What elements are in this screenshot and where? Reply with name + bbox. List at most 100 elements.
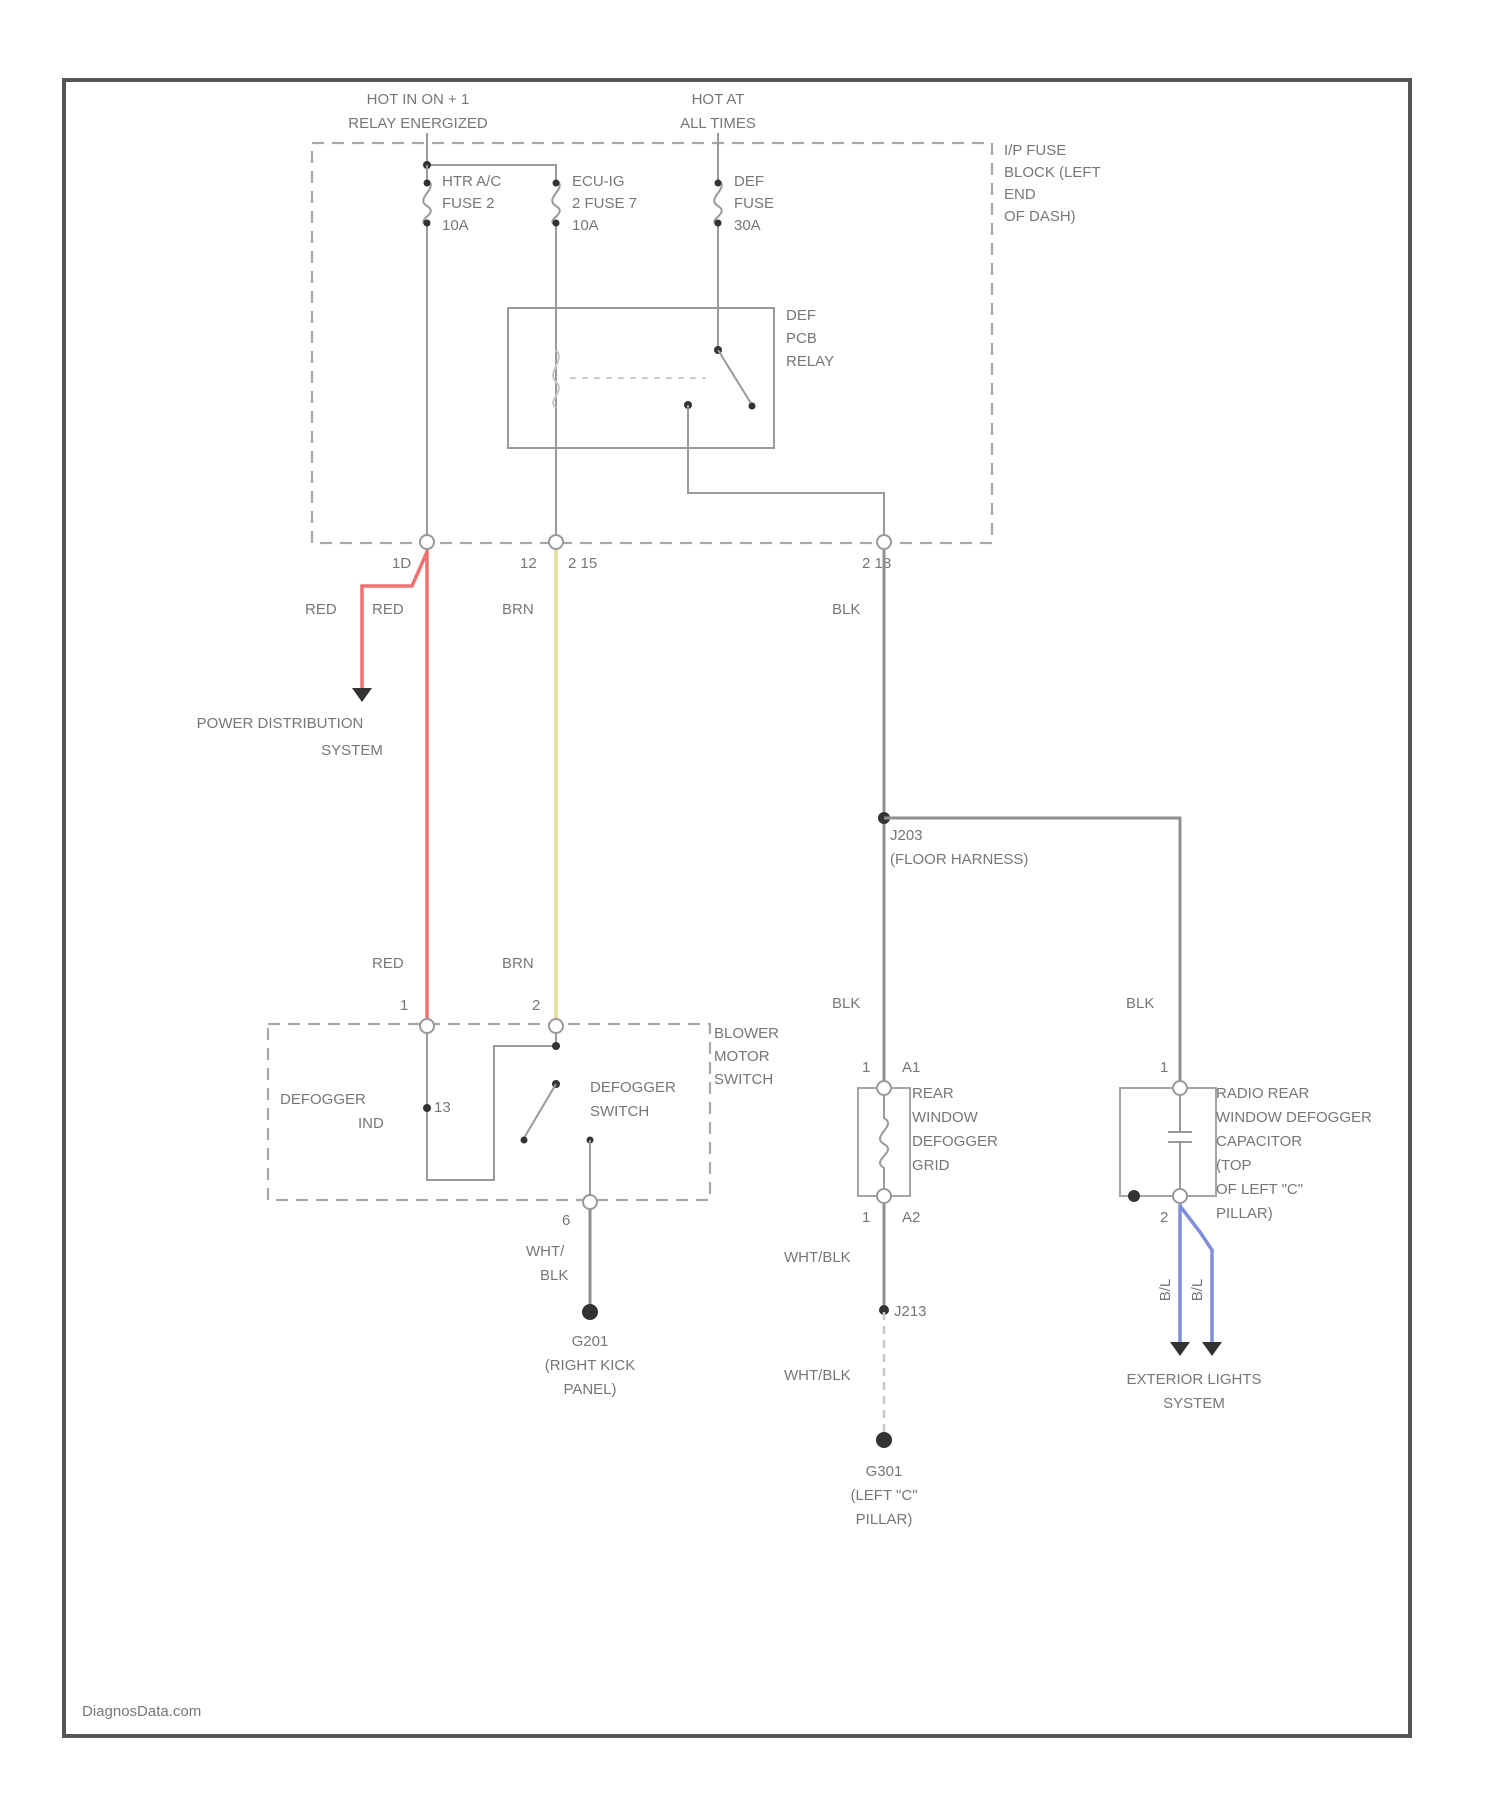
fuse-def-label-2: FUSE: [734, 195, 774, 212]
indicator-label-2: IND: [358, 1115, 384, 1132]
diagram-frame: [64, 80, 1410, 1736]
capacitor-element: [1168, 1096, 1192, 1188]
defogger-switch-arm: [524, 1084, 556, 1138]
blower-pin-a: 1: [400, 997, 408, 1014]
ground-g201-symbol: [582, 1304, 598, 1320]
blower-pin-1-connector: [420, 1019, 434, 1033]
capacitor-label-2: WINDOW DEFOGGER: [1216, 1109, 1372, 1126]
capacitor-top-connector: [1173, 1081, 1187, 1095]
blower-label-2: MOTOR: [714, 1048, 770, 1065]
fuse-def-top-dot: [715, 180, 722, 187]
fuse-htr-ac-label-3: 10A: [442, 217, 469, 234]
capacitor-label-4: (TOP: [1216, 1157, 1252, 1174]
fuse-def-bot-dot: [715, 220, 722, 227]
capacitor-pin-bot: 2: [1160, 1209, 1168, 1226]
fuse-ecu-ig-top-dot: [553, 180, 560, 187]
feed-right-line2: ALL TIMES: [680, 115, 756, 132]
wire-label-blk-1: BLK: [832, 601, 860, 618]
fuse-block-label-3: END: [1004, 186, 1036, 203]
defogger-switch-label-2: SWITCH: [590, 1103, 649, 1120]
wire-label-wht-blk-2: WHT/BLK: [784, 1249, 851, 1266]
power-distribution-label-1: POWER DISTRIBUTION: [197, 715, 364, 732]
wire-label-blk-2: BLK: [832, 995, 860, 1012]
grid-label-1: REAR: [912, 1085, 954, 1102]
splice-id: J203: [890, 827, 923, 844]
pin-right: 2 18: [862, 555, 891, 572]
fuse-def-label-1: DEF: [734, 173, 764, 190]
feed-left-line1: HOT IN ON + 1: [367, 91, 470, 108]
blue-wire-right: [1180, 1206, 1212, 1342]
pin-mid-b: 2 15: [568, 555, 597, 572]
exterior-lights-label-2: SYSTEM: [1163, 1395, 1225, 1412]
grid-label-3: DEFOGGER: [912, 1133, 998, 1150]
relay-output: [688, 405, 884, 540]
grid-bottom-connector: [877, 1189, 891, 1203]
defogger-indicator-dot: [423, 1104, 431, 1112]
feed-left-line2: RELAY ENERGIZED: [348, 115, 488, 132]
fuse-htr-ac-top-dot: [424, 180, 431, 187]
wire-label-brn-2: BRN: [502, 955, 534, 972]
defogger-switch-top-contact: [552, 1042, 560, 1050]
exterior-lights-arrow-right: [1202, 1342, 1222, 1356]
grid-pin-bot-c: A2: [902, 1209, 920, 1226]
relay-contact-arm-end: [749, 403, 756, 410]
splice-j213-id: J213: [894, 1303, 927, 1320]
ground-g201-loc-1: (RIGHT KICK: [545, 1357, 636, 1374]
ground-g201-id: G201: [572, 1333, 609, 1350]
pin-left: 1D: [392, 555, 411, 572]
relay-label-1: DEF: [786, 307, 816, 324]
fuse-htr-ac-label-2: FUSE 2: [442, 195, 495, 212]
exterior-lights-arrow-left: [1170, 1342, 1190, 1356]
fuse-block-label-4: OF DASH): [1004, 208, 1076, 225]
capacitor-label-3: CAPACITOR: [1216, 1133, 1302, 1150]
blue-wire-label-left: B/L: [1157, 1279, 1174, 1302]
wire-label-red-2: RED: [372, 601, 404, 618]
watermark: DiagnosData.com: [82, 1703, 201, 1720]
grid-label-2: WINDOW: [912, 1109, 979, 1126]
capacitor-case-ground-dot: [1128, 1190, 1140, 1202]
ground-g301-id: G301: [866, 1463, 903, 1480]
grid-label-4: GRID: [912, 1157, 950, 1174]
wire-label-red-3: RED: [372, 955, 404, 972]
fuse-ecu-ig-label-2: 2 FUSE 7: [572, 195, 637, 212]
wire-label-blk-3: BLK: [1126, 995, 1154, 1012]
fuse-ecu-ig-label-1: ECU-IG: [572, 173, 625, 190]
fuse-block-label-2: BLOCK (LEFT: [1004, 164, 1101, 181]
capacitor-label-6: PILLAR): [1216, 1205, 1273, 1222]
fuse-htr-ac-bot-dot: [424, 220, 431, 227]
wire-label-wht-blk-1a: WHT/: [526, 1243, 565, 1260]
blower-pin-c: 6: [562, 1212, 570, 1229]
capacitor-label-1: RADIO REAR: [1216, 1085, 1310, 1102]
grid-pin-bot: 1: [862, 1209, 870, 1226]
ground-g301-loc-1: (LEFT "C": [850, 1487, 917, 1504]
pin-mid-a: 12: [520, 555, 537, 572]
wire-label-wht-blk-1b: BLK: [540, 1267, 568, 1284]
grid-pin-top: 1: [862, 1059, 870, 1076]
fuse-ecu-ig-label-3: 10A: [572, 217, 599, 234]
wire-label-wht-blk-3: WHT/BLK: [784, 1367, 851, 1384]
splice-location: (FLOOR HARNESS): [890, 851, 1028, 868]
power-distribution-label-2: SYSTEM: [321, 742, 383, 759]
blower-pin-2-connector: [549, 1019, 563, 1033]
capacitor-label-5: OF LEFT "C": [1216, 1181, 1303, 1198]
relay-switch-arm: [718, 350, 752, 405]
ground-g201-loc-2: PANEL): [563, 1381, 616, 1398]
fuse-htr-ac-label-1: HTR A/C: [442, 173, 501, 190]
wire-label-brn-1: BRN: [502, 601, 534, 618]
blower-label-1: BLOWER: [714, 1025, 779, 1042]
defogger-switch-arm-end: [521, 1137, 528, 1144]
ground-g301-loc-2: PILLAR): [856, 1511, 913, 1528]
capacitor-bottom-connector: [1173, 1189, 1187, 1203]
blue-wire-label-right: B/L: [1189, 1279, 1206, 1302]
relay-label-2: PCB: [786, 330, 817, 347]
ground-g301-symbol: [876, 1432, 892, 1448]
def-pcb-relay: [508, 308, 774, 448]
blower-pin-6-connector: [583, 1195, 597, 1209]
power-distribution-arrow: [352, 688, 372, 702]
wire-label-red-1: RED: [305, 601, 337, 618]
indicator-pin: 13: [434, 1099, 451, 1116]
fuse-block-label-1: I/P FUSE: [1004, 142, 1066, 159]
blower-pin-b: 2: [532, 997, 540, 1014]
exterior-lights-label-1: EXTERIOR LIGHTS: [1126, 1371, 1261, 1388]
